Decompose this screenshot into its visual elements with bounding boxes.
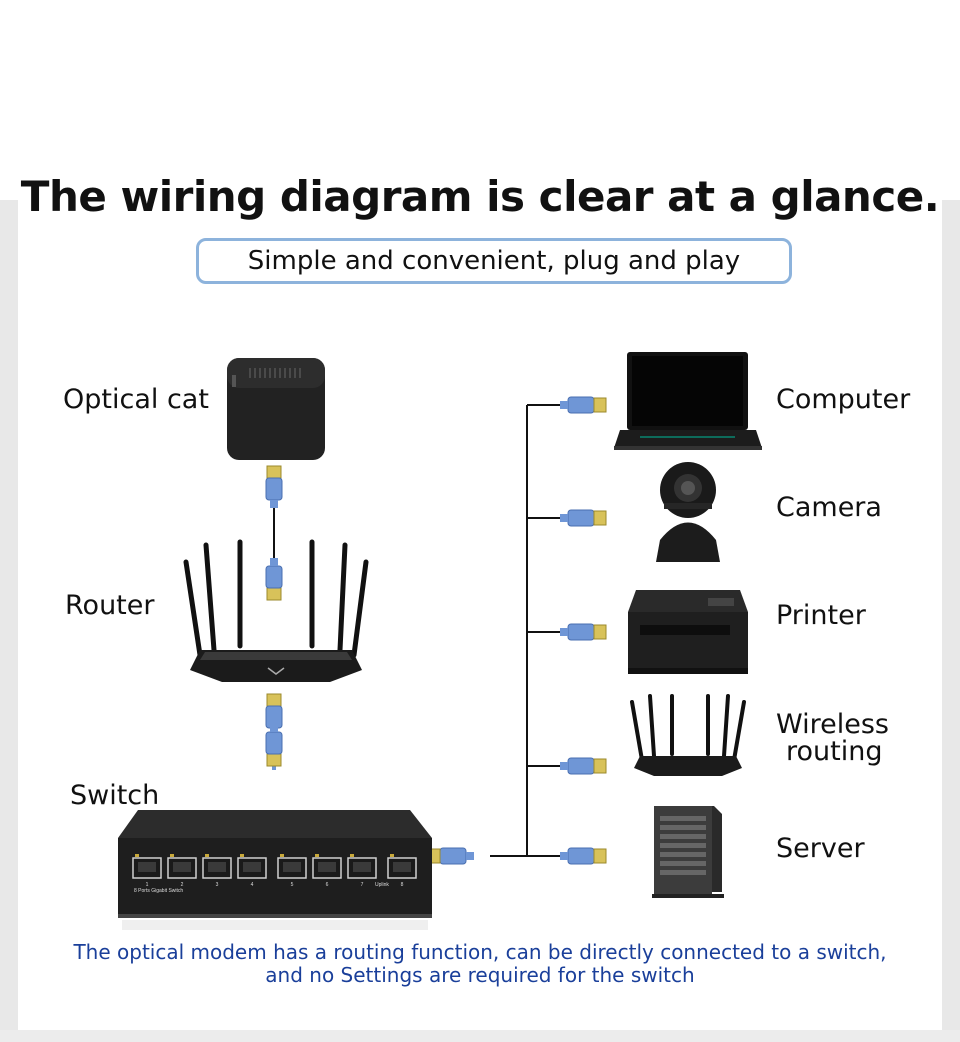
switch-icon: 8 Ports Gigabit Switch Uplink [118,810,432,930]
printer-icon [628,590,748,674]
wireless-router-icon [630,694,746,776]
note-line-1: The optical modem has a routing function… [73,940,887,964]
switch-uplink-cable [427,847,475,865]
camera-label: Camera [776,492,882,523]
switch-port-number: 1 [146,882,149,888]
switch-port-number: 8 [401,882,404,888]
switch-port-number: 3 [216,882,219,888]
subtitle-box: Simple and convenient, plug and play [196,238,792,284]
switch-uplink-text: Uplink [375,882,389,888]
switch-port-number: 7 [361,882,364,888]
switch-port-number: 5 [291,882,294,888]
camera-icon [656,462,720,562]
bottom-frame-strip [0,1030,960,1042]
optical-cat-label: Optical cat [63,384,209,415]
switch-model-text: 8 Ports Gigabit Switch [134,888,183,894]
wireless-routing-label-line1: Wireless [776,709,889,740]
server-label: Server [776,833,865,864]
switch-port-number: 2 [181,882,184,888]
modem-router-cable [265,465,283,601]
switch-label: Switch [70,780,160,811]
switch-port-number: 4 [251,882,254,888]
optical-modem-icon [227,358,325,460]
left-frame-strip [0,200,18,1042]
note-line-2: and no Settings are required for the swi… [265,963,695,987]
computer-icon [614,352,762,450]
computer-label: Computer [776,384,911,415]
switch-port-number: 6 [326,882,329,888]
wireless-routing-label-line2: routing [786,736,883,767]
router-label: Router [65,590,155,621]
page-title: The wiring diagram is clear at a glance. [20,172,940,221]
router-icon [183,539,369,682]
printer-label: Printer [776,600,866,631]
router-switch-cable [265,693,283,770]
distribution-bus [490,396,607,865]
right-frame-strip [942,200,960,1042]
subtitle-text: Simple and convenient, plug and play [247,246,741,276]
server-icon [652,806,724,898]
